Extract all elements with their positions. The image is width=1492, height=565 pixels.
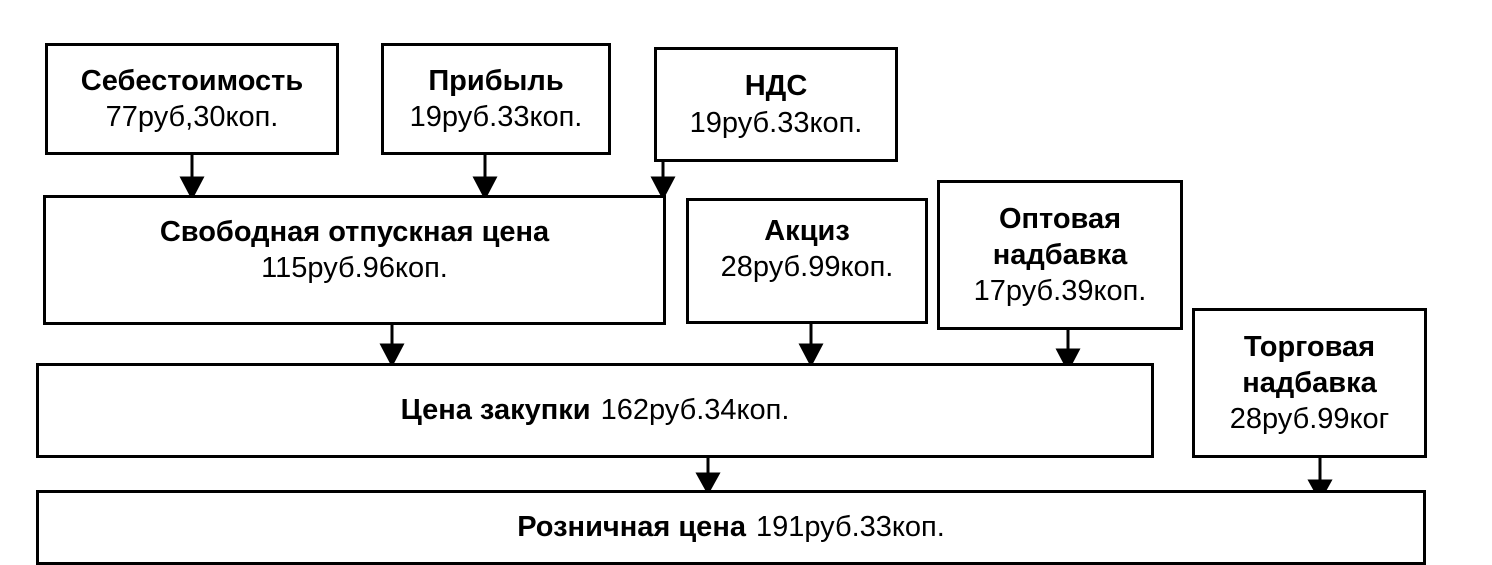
- vat-title: НДС: [744, 70, 808, 103]
- free-price-title: Свободная отпускная цена: [159, 216, 550, 248]
- excise-value: 28руб.99коп.: [720, 251, 894, 284]
- purchase-title: Цена закупки: [400, 394, 591, 427]
- free-price-box: Свободная отпускная цена 115руб.96коп.: [43, 195, 666, 325]
- profit-title: Прибыль: [428, 64, 564, 97]
- trade-title-line2: надбавка: [1242, 366, 1377, 399]
- excise-title: Акциз: [764, 215, 850, 247]
- wholesale-title-line1: Оптовая: [998, 202, 1122, 235]
- wholesale-box: Оптовая надбавка 17руб.39коп.: [937, 180, 1183, 330]
- retail-title: Розничная цена: [517, 511, 746, 544]
- wholesale-title-line2: надбавка: [992, 238, 1128, 271]
- retail-box: Розничная цена 191руб.33коп.: [36, 490, 1426, 565]
- trade-box: Торговая надбавка 28руб.99ког: [1192, 308, 1427, 458]
- cost-box: Себестоимость 77руб,30коп.: [45, 43, 339, 155]
- profit-box: Прибыль 19руб.33коп.: [381, 43, 611, 155]
- trade-value: 28руб.99ког: [1229, 403, 1390, 436]
- free-price-value: 115руб.96коп.: [261, 252, 448, 285]
- cost-value: 77руб,30коп.: [105, 101, 279, 133]
- excise-box: Акциз 28руб.99коп.: [686, 198, 928, 324]
- trade-title-line1: Торговая: [1243, 330, 1376, 363]
- wholesale-value: 17руб.39коп.: [973, 275, 1147, 308]
- retail-value: 191руб.33коп.: [755, 511, 945, 544]
- profit-value: 19руб.33коп.: [409, 101, 583, 133]
- purchase-value: 162руб.34коп.: [600, 394, 790, 427]
- vat-box: НДС 19руб.33коп.: [654, 47, 898, 162]
- vat-value: 19руб.33коп.: [689, 106, 863, 139]
- purchase-box: Цена закупки 162руб.34коп.: [36, 363, 1154, 458]
- cost-title: Себестоимость: [80, 64, 304, 97]
